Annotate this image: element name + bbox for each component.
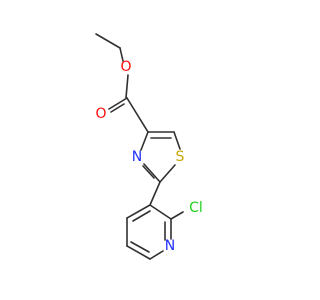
bond-c2-n3-inner	[142, 165, 155, 179]
thiazole-ring	[140, 131, 181, 183]
bond-s-c2	[159, 164, 176, 183]
atom-label-thiazole-sulfur: S	[176, 149, 185, 165]
bond-c4-c3	[126, 204, 151, 219]
atom-label-pyridine-nitrogen: N	[165, 238, 175, 254]
bond-c2-n3	[143, 163, 161, 183]
bond-n3-c4	[140, 131, 149, 151]
pyridine-ring	[126, 204, 184, 260]
atom-label-ester-oxygen: O	[120, 59, 131, 75]
bond-carbonyl-double-a	[108, 97, 128, 110]
bond-c5-s	[173, 131, 181, 150]
bond-ethyl-terminal	[95, 33, 121, 49]
bond-carbonyl-to-ring	[126, 97, 149, 133]
bond-carbonyl-double-b	[110, 103, 125, 113]
bond-ethyl-to-oxygen	[119, 47, 124, 62]
bond-oxygen-to-carbonyl	[125, 74, 129, 99]
bond-c2-to-chlorine	[170, 211, 184, 220]
bond-c3-c2	[149, 204, 172, 220]
bond-n1-c6	[149, 250, 164, 260]
bond-c4-c3-inner	[132, 210, 151, 222]
ester-group	[108, 74, 149, 133]
bond-c6-c5	[126, 245, 151, 260]
molecule-structure-diagram: O O S N Cl N	[95, 33, 203, 260]
ethyl-group	[95, 33, 124, 62]
bond-thiazole-to-pyridine	[149, 181, 161, 206]
atom-label-chlorine: Cl	[189, 200, 203, 216]
bond-c6-c5-inner	[130, 241, 150, 253]
atom-label-thiazole-nitrogen: N	[132, 149, 142, 165]
atom-label-carbonyl-oxygen: O	[95, 106, 106, 122]
